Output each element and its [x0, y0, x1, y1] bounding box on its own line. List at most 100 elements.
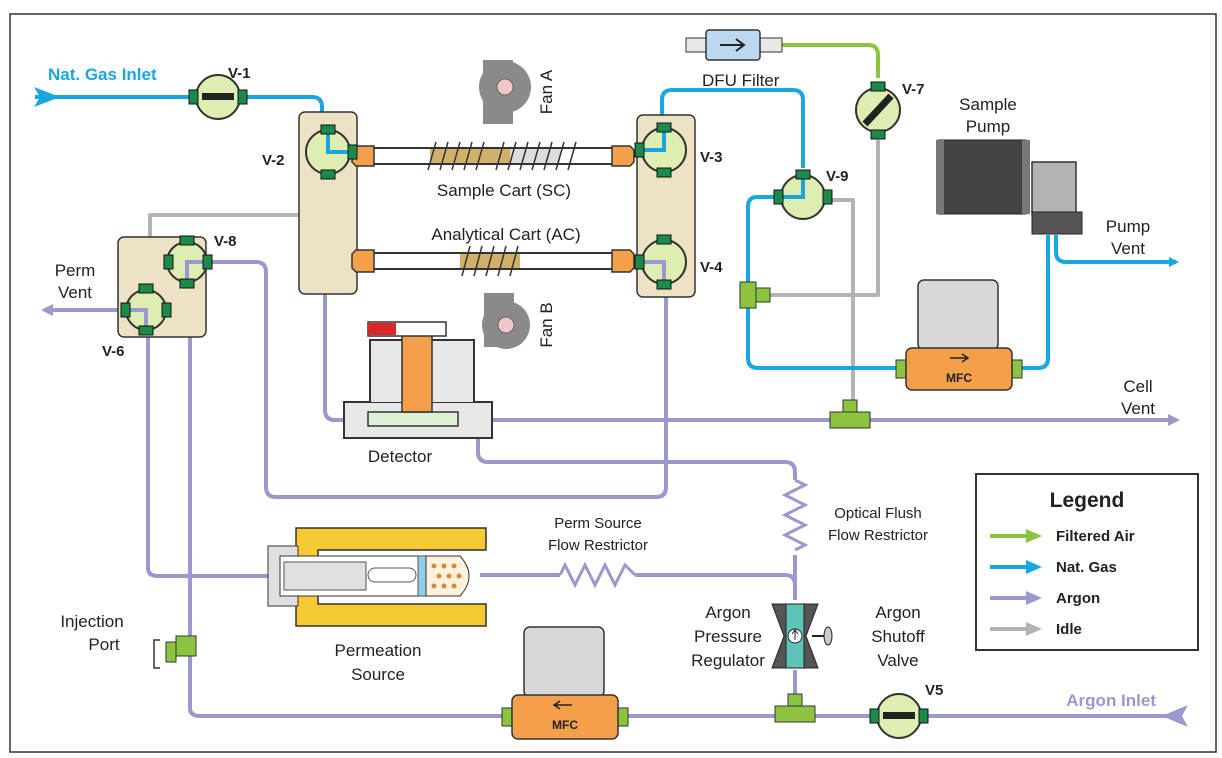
- argon-tee: [774, 693, 816, 723]
- detector: [343, 321, 493, 439]
- legend-title: Legend: [1050, 489, 1125, 512]
- valve-v8-label: V-8: [214, 233, 237, 250]
- valve-v9: [773, 169, 833, 220]
- legend-item: Idle: [990, 621, 1082, 638]
- injection-port-tee: [165, 635, 197, 663]
- dfu-filter-label: DFU Filter: [702, 71, 780, 90]
- perm-source-restrictor: [558, 561, 637, 589]
- optical-flush-label-1: Optical Flush: [834, 505, 922, 522]
- nat-gas-inlet-arrow: [34, 87, 60, 107]
- perm-restrictor-label-1: Perm Source: [554, 515, 642, 532]
- valve-v3: [634, 122, 687, 178]
- argon-pipe-v8-v4: [210, 260, 668, 499]
- valve-v5-label: V5: [925, 682, 943, 699]
- legend-swatch-arrow-icon: [1026, 591, 1042, 605]
- fan-a-label: Fan A: [537, 69, 556, 114]
- fan-b-icon: [482, 293, 530, 349]
- permeation-source-label-1: Permeation: [335, 641, 422, 660]
- fan-a-icon: [479, 60, 531, 124]
- dfu-filter: [685, 29, 783, 61]
- argon-pipe-v6-perm: [146, 328, 270, 578]
- valve-v9-label: V-9: [826, 168, 849, 185]
- nat-gas-tee: [739, 281, 771, 309]
- legend-item-label: Filtered Air: [1056, 528, 1135, 545]
- valve-v6: [120, 283, 172, 336]
- sample-cart: [351, 141, 635, 171]
- optical-flush-restrictor: [781, 478, 809, 552]
- argon-pressure-regulator: [771, 603, 833, 669]
- valve-v1: [188, 74, 248, 120]
- legend-item-label: Nat. Gas: [1056, 559, 1117, 576]
- cell-vent-label-2: Vent: [1121, 399, 1155, 418]
- sample-pump-label-1: Sample: [959, 95, 1017, 114]
- argon-shutoff-label-3: Valve: [877, 651, 918, 670]
- legend-item-label: Argon: [1056, 590, 1100, 607]
- legend-swatch-arrow-icon: [1026, 560, 1042, 574]
- filtered-air-pipe: [780, 43, 880, 78]
- argon-pipe-detector-flush: [476, 438, 797, 480]
- valve-v1-label: V-1: [228, 65, 251, 82]
- valve-v6-label: V-6: [102, 343, 125, 360]
- valve-v7-label: V-7: [902, 81, 925, 98]
- legend-item: Argon: [990, 590, 1100, 607]
- valve-v3-label: V-3: [700, 149, 723, 166]
- legend-item: Nat. Gas: [990, 559, 1117, 576]
- analytical-cart: [351, 245, 635, 277]
- valve-v4: [634, 234, 687, 290]
- mfc-nat-gas-label: MFC: [946, 371, 972, 385]
- legend-swatch-arrow-icon: [1026, 622, 1042, 636]
- idle-pipe-v9: [830, 198, 855, 410]
- optical-flush-label-2: Flow Restrictor: [828, 527, 928, 544]
- valve-v2-label: V-2: [262, 152, 285, 169]
- permeation-source: [267, 527, 487, 627]
- sample-pump: [936, 139, 1083, 235]
- injection-port-label-1: Injection: [60, 612, 123, 631]
- valve-v8: [163, 235, 213, 289]
- cell-vent-tee: [829, 399, 871, 429]
- argon-pipe-v2-detector: [323, 260, 345, 422]
- legend-box: [975, 473, 1199, 651]
- argon-regulator-label-3: Regulator: [691, 651, 765, 670]
- nat-gas-pipe-v1-v2: [240, 95, 324, 125]
- mfc-argon: MFC: [501, 626, 629, 740]
- pump-vent-label-2: Vent: [1111, 239, 1145, 258]
- injection-port-bracket: [153, 639, 160, 669]
- nat-gas-pipe-v9-tee: [746, 195, 780, 282]
- valve-v2: [305, 124, 358, 180]
- valve-v4-label: V-4: [700, 259, 723, 276]
- argon-shutoff-label-1: Argon: [875, 603, 920, 622]
- argon-shutoff-label-2: Shutoff: [871, 627, 925, 646]
- legend-item-label: Idle: [1056, 621, 1082, 638]
- injection-port-label-2: Port: [88, 635, 119, 654]
- argon-regulator-label-1: Argon: [705, 603, 750, 622]
- idle-pipe-v7: [770, 140, 880, 297]
- valve-v7: [855, 81, 901, 140]
- perm-vent-label-1: Perm: [55, 261, 96, 280]
- perm-vent-label-2: Vent: [58, 283, 92, 302]
- legend-item: Filtered Air: [990, 528, 1135, 545]
- argon-pipe-perm-restrictor: [480, 573, 797, 586]
- nat-gas-pipe-tee-mfc: [746, 308, 898, 370]
- nat-gas-pipe-v3-v9: [660, 88, 805, 168]
- sample-pump-label-2: Pump: [966, 117, 1010, 136]
- diagram-border: [9, 13, 1217, 753]
- detector-label: Detector: [368, 447, 433, 466]
- permeation-source-label-2: Source: [351, 665, 405, 684]
- argon-inlet-label: Argon Inlet: [1066, 691, 1156, 710]
- argon-inlet-arrow: [1162, 705, 1188, 727]
- legend-swatch-arrow-icon: [1026, 529, 1042, 543]
- cell-vent-label-1: Cell: [1123, 377, 1152, 396]
- mfc-nat-gas: MFC: [895, 279, 1023, 391]
- argon-regulator-label-2: Pressure: [694, 627, 762, 646]
- argon-pipe-v8-mfc: [188, 295, 510, 718]
- mfc-argon-label: MFC: [552, 718, 578, 732]
- analytical-cart-label: Analytical Cart (AC): [431, 225, 580, 244]
- fan-b-label: Fan B: [537, 302, 556, 347]
- sample-cart-label: Sample Cart (SC): [437, 181, 571, 200]
- nat-gas-inlet-label: Nat. Gas Inlet: [48, 65, 157, 84]
- nat-gas-pipe-mfc-pump: [1020, 235, 1050, 370]
- valve-v5: [869, 693, 929, 739]
